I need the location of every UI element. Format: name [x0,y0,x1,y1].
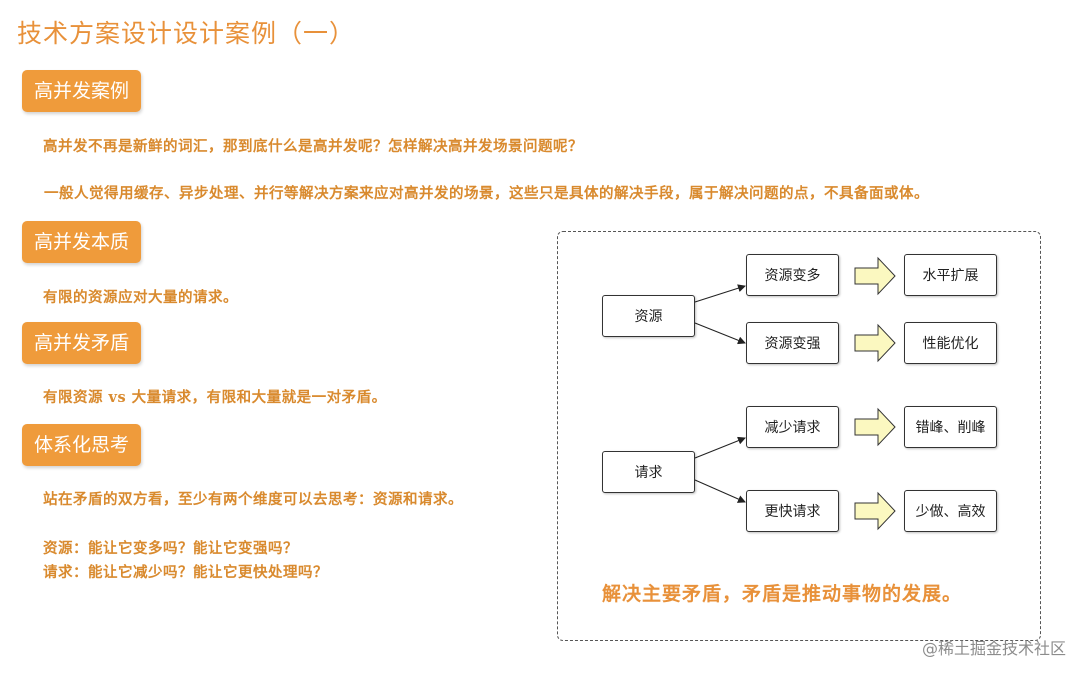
diagram-conclusion: 解决主要矛盾，矛盾是推动事物的发展。 [602,583,963,605]
block-arrow-3 [854,407,896,447]
essence-line: 有限的资源应对大量的请求。 [43,289,238,306]
arrow-request-to-faster [694,479,746,503]
case-line-2: 一般人觉得用缓存、异步处理、并行等解决方案来应对高并发的场景，这些只是具体的解决… [44,185,929,202]
node-action-more: 资源变多 [746,254,839,296]
section-tag-contradiction: 高并发矛盾 [22,322,142,364]
arrow-resource-to-stronger [694,322,746,345]
contradiction-line: 有限资源 vs 大量请求，有限和大量就是一对矛盾。 [43,389,387,406]
node-action-faster: 更快请求 [746,490,839,532]
node-action-stronger: 资源变强 [746,322,839,364]
block-arrow-1 [854,256,896,296]
node-result-perf-optimization: 性能优化 [904,322,997,364]
thinking-line-1: 站在矛盾的双方看，至少有两个维度可以去思考：资源和请求。 [43,491,463,508]
thinking-line-2: 资源：能让它变多吗？能让它变强吗？ [43,540,298,557]
node-result-efficient: 少做、高效 [904,490,997,532]
diagram-arrows [694,256,896,531]
node-resource: 资源 [602,295,695,337]
case-line-1: 高并发不再是新鲜的词汇，那到底什么是高并发呢？怎样解决高并发场景问题呢？ [43,138,583,155]
node-result-horizontal-scale: 水平扩展 [904,254,997,296]
arrow-resource-to-more [694,284,746,303]
page-title: 技术方案设计设计案例（一） [17,19,356,48]
diagram-panel: 资源 请求 资源变多 资源变强 减少请求 更快请求 水平扩展 性能优化 错峰、削… [557,231,1041,641]
node-result-peak-shaving: 错峰、削峰 [904,406,997,448]
block-arrow-2 [854,323,896,363]
section-tag-high-concurrency-case: 高并发案例 [22,70,142,112]
section-tag-systemic-thinking: 体系化思考 [22,424,142,466]
node-request: 请求 [602,451,695,493]
section-tag-essence: 高并发本质 [22,221,142,263]
arrow-request-to-reduce [694,436,746,459]
block-arrow-4 [854,491,896,531]
thinking-line-3: 请求：能让它减少吗？能让它更快处理吗？ [43,564,328,581]
node-action-reduce: 减少请求 [746,406,839,448]
watermark: @稀土掘金技术社区 [921,639,1066,658]
